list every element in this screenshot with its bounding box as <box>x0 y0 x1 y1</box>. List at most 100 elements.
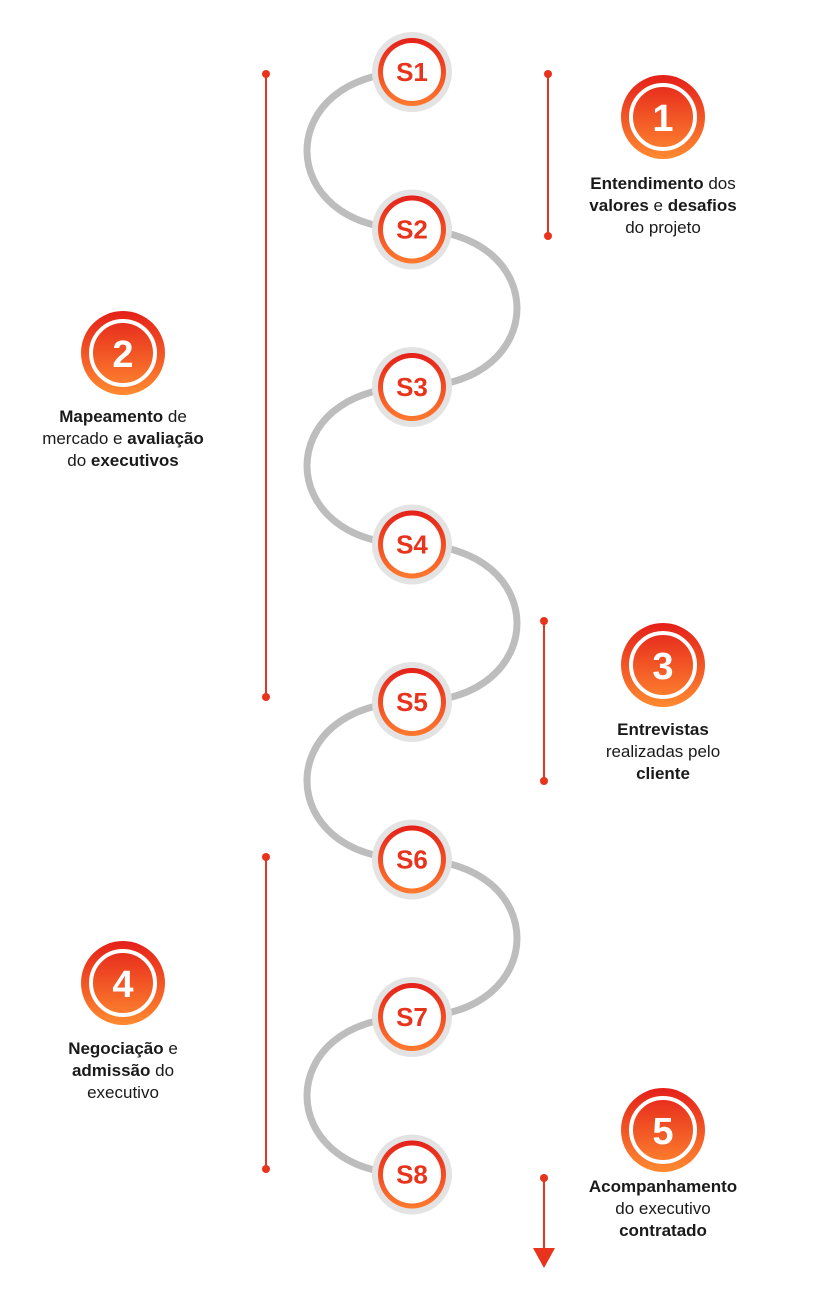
connector-curve <box>303 1013 413 1178</box>
description-line: valores e desafios <box>543 195 783 217</box>
connector-curve <box>303 698 413 863</box>
description-line: Negociação e <box>3 1038 243 1060</box>
description-line: do executivo <box>543 1198 783 1220</box>
connector-curve <box>411 856 521 1021</box>
phase-bracket-5 <box>533 1174 555 1268</box>
step-inner <box>383 988 441 1046</box>
phase-bracket-1 <box>544 70 552 240</box>
description-line: admissão do <box>3 1060 243 1082</box>
phase-bracket-3 <box>540 617 548 785</box>
phase-badge-2: 2 <box>81 311 165 395</box>
step-label: S2 <box>396 215 428 245</box>
step-label: S5 <box>396 687 428 717</box>
connector-curve <box>303 68 413 233</box>
bold-text: Entrevistas <box>617 720 709 739</box>
phase-badge-3: 3 <box>621 623 705 707</box>
bold-text: cliente <box>636 764 690 783</box>
step-node-s1: S1 <box>372 32 452 112</box>
badge-number: 2 <box>112 334 133 376</box>
phase-bracket-4 <box>262 853 270 1173</box>
step-inner <box>383 43 441 101</box>
bold-text: valores <box>589 196 649 215</box>
badge-number: 5 <box>652 1111 673 1153</box>
badge-circle <box>621 1088 705 1172</box>
badge-circle <box>81 941 165 1025</box>
badge-number: 4 <box>112 964 133 1006</box>
text: executivo <box>87 1083 159 1102</box>
bold-text: contratado <box>619 1221 707 1240</box>
text: e <box>648 196 668 215</box>
description-line: Entendimento dos <box>543 173 783 195</box>
text: do <box>150 1061 175 1080</box>
bold-text: Acompanhamento <box>588 1177 738 1196</box>
step-inner <box>383 515 441 574</box>
description-line: Acompanhamento <box>543 1176 783 1198</box>
step-inner <box>383 200 441 259</box>
step-label: S3 <box>396 372 428 402</box>
badge-number: 1 <box>652 98 673 140</box>
snake-path <box>303 68 521 1178</box>
badge-circle <box>81 311 165 395</box>
step-inner <box>383 1145 441 1204</box>
phase-badge-5: 5 <box>621 1088 705 1172</box>
step-inner <box>383 358 441 416</box>
bracket-dot <box>544 232 552 240</box>
description-line: cliente <box>543 763 783 785</box>
bracket-dot <box>262 853 270 861</box>
text: mercado e <box>42 429 128 448</box>
step-inner <box>383 830 441 889</box>
badge-ring <box>629 631 697 699</box>
description-line: Mapeamento de <box>3 406 243 428</box>
step-label: S7 <box>396 1002 428 1032</box>
badge-ring <box>89 319 157 387</box>
text: do <box>67 451 91 470</box>
bracket-dot <box>262 70 270 78</box>
description-line: Entrevistas <box>543 719 783 741</box>
step-node-s8: S8 <box>372 1134 452 1215</box>
bold-text: Negociação <box>68 1039 164 1058</box>
step-node-s5: S5 <box>372 662 452 742</box>
step-label: S6 <box>396 845 428 875</box>
bracket-dot <box>262 1165 270 1173</box>
connector-curve <box>411 226 521 391</box>
step-label: S8 <box>396 1160 428 1190</box>
arrow-down-icon <box>533 1248 555 1268</box>
bracket-dot <box>540 777 548 785</box>
badge-circle <box>621 75 705 159</box>
phase-description-3: Entrevistas realizadas pelo cliente <box>543 719 783 785</box>
bracket-dot <box>262 693 270 701</box>
badge-number: 3 <box>652 646 673 688</box>
description-line: do executivos <box>3 450 243 472</box>
step-node-s3: S3 <box>372 347 452 427</box>
step-label: S1 <box>396 57 428 87</box>
bold-text: Mapeamento <box>59 407 164 426</box>
bold-text: desafios <box>667 196 737 215</box>
phase-badges: 1 2 3 4 5 <box>81 75 705 1172</box>
step-node-s2: S2 <box>372 189 452 270</box>
badge-circle <box>621 623 705 707</box>
step-node-s4: S4 <box>372 504 452 585</box>
description-line: executivo <box>3 1082 243 1104</box>
badge-ring <box>629 83 697 151</box>
text: e <box>163 1039 178 1058</box>
bracket-dot <box>540 617 548 625</box>
phase-bracket-2 <box>262 70 270 701</box>
text: realizadas pelo <box>605 742 721 761</box>
text: dos <box>703 174 736 193</box>
badge-ring <box>89 949 157 1017</box>
bold-text: admissão <box>71 1061 151 1080</box>
bracket-dot <box>544 70 552 78</box>
description-line: mercado e avaliação <box>3 428 243 450</box>
step-label: S4 <box>396 530 428 560</box>
bracket-dot <box>540 1174 548 1182</box>
description-line: realizadas pelo <box>543 741 783 763</box>
bold-text: Entendimento <box>590 174 704 193</box>
description-line: contratado <box>543 1220 783 1242</box>
phase-badge-1: 1 <box>621 75 705 159</box>
